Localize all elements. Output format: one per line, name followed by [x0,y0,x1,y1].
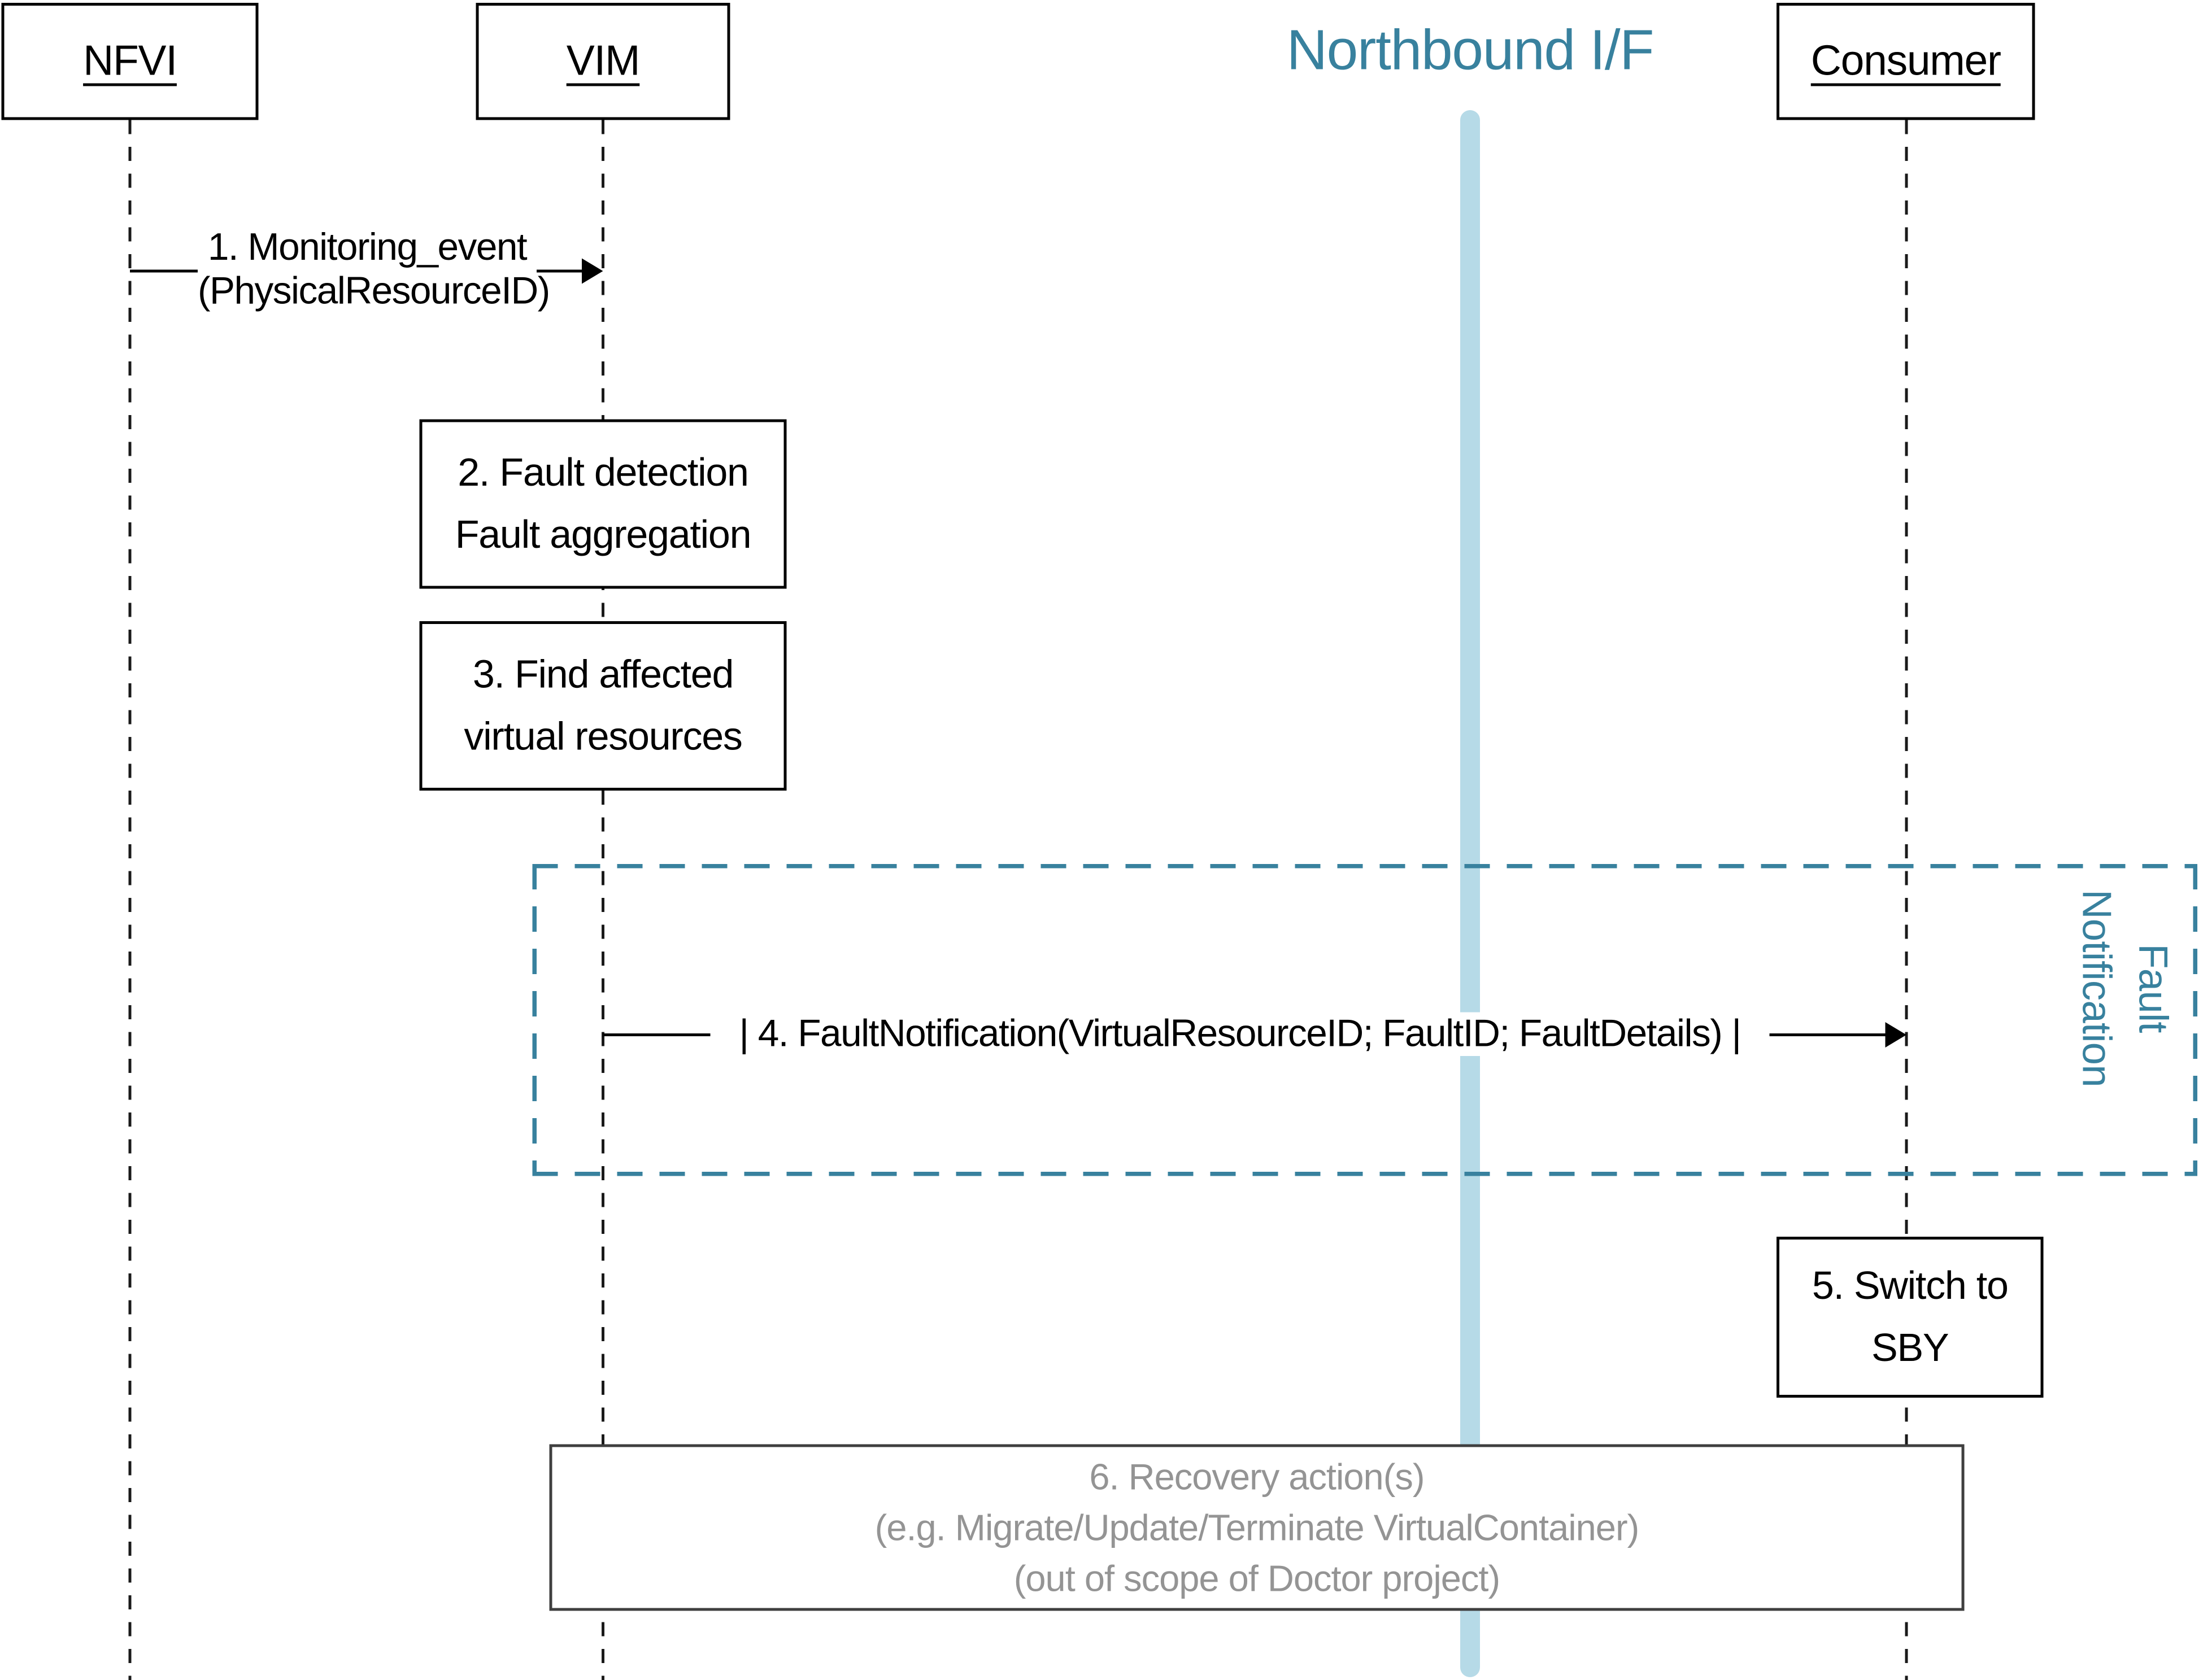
fault-notification-frame-left [532,864,537,1176]
message-1-arrowhead-icon [582,258,603,284]
actor-box-nfvi: NFVI [1,3,259,120]
northbound-lifeline [1460,110,1480,1677]
step-3-box: 3. Find affected virtual resources [419,621,787,791]
fault-notification-frame-bottom [532,1172,2197,1176]
actor-box-consumer: Consumer [1777,3,2035,120]
step-2-box: 2. Fault detection Fault aggregation [419,419,787,589]
actor-label-vim: VIM [566,37,641,84]
message-1-label: 1. Monitoring_event (PhysicalResourceID) [198,226,550,313]
fault-notification-frame-top [532,864,2197,869]
actor-box-vim: VIM [476,3,730,120]
actor-label-nfvi: NFVI [83,37,177,84]
step-6-box: 6. Recovery action(s) (e.g. Migrate/Upda… [549,1444,1965,1611]
lifeline-consumer [1905,120,1908,1680]
lifeline-nfvi [128,120,132,1680]
actor-label-consumer: Consumer [1810,37,2001,84]
fault-notification-frame-right [2193,864,2197,1176]
lifeline-vim [602,120,604,1680]
message-4-arrowhead-icon [1885,1022,1906,1048]
fault-notification-frame-label: Fault Notification [2073,889,2175,1087]
message-4-label: | 4. FaultNotification(VirtualResourceID… [710,1012,1770,1056]
northbound-title: Northbound I/F [1286,20,1655,82]
step-5-box: 5. Switch to SBY [1777,1237,2044,1398]
